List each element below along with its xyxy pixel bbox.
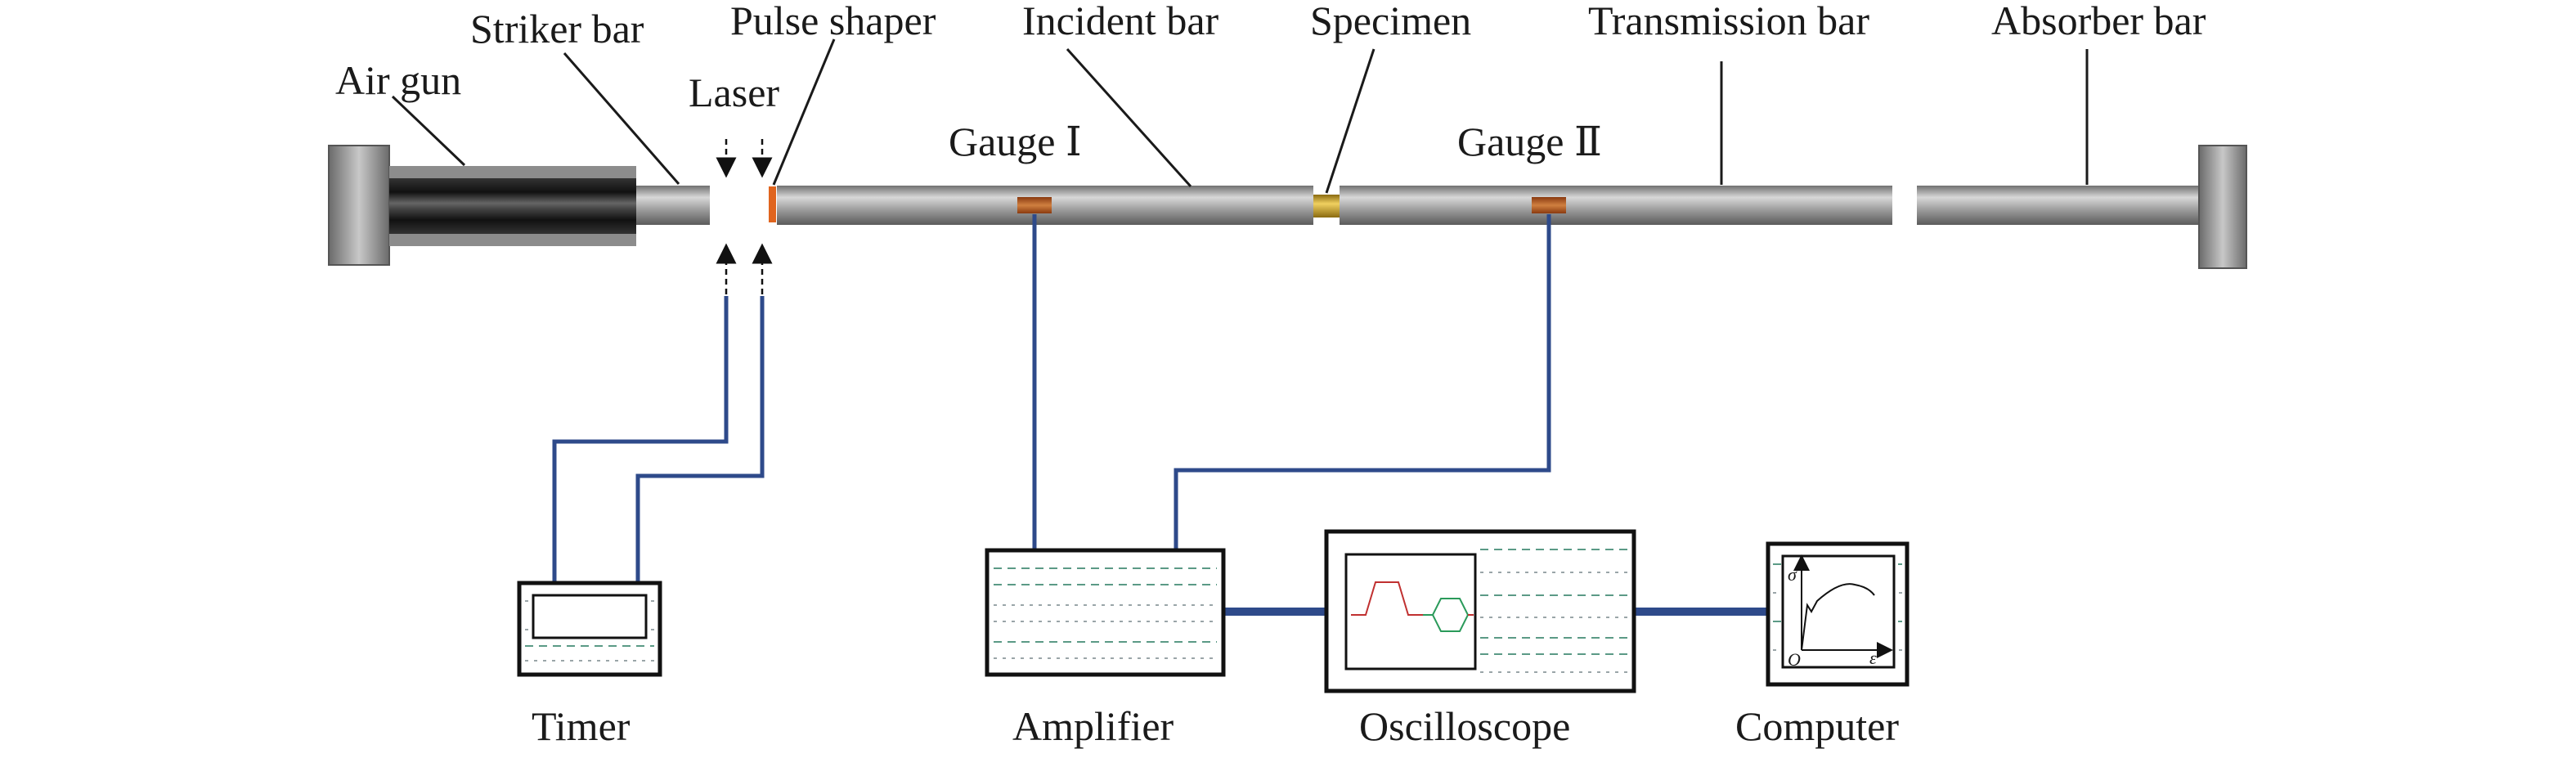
absorber-bar [1917, 145, 2247, 269]
label-gauge-2: Gauge Ⅱ [1457, 119, 1602, 164]
striker-bar [636, 186, 710, 225]
label-absorber-bar: Absorber bar [1991, 0, 2206, 43]
label-incident-bar: Incident bar [1022, 0, 1219, 43]
stress-strain-curve [1801, 583, 1875, 651]
oscilloscope-screen [1344, 553, 1477, 671]
label-gauge-1: Gauge Ⅰ [949, 119, 1082, 164]
amplifier-device [985, 548, 1226, 677]
pulse-shaper [769, 186, 776, 222]
label-oscilloscope: Oscilloscope [1359, 703, 1570, 749]
computer-device: σ ε O [1766, 541, 1910, 687]
incident-signal-trace [1351, 581, 1433, 616]
oscilloscope-device [1324, 529, 1636, 693]
timer-display [532, 594, 648, 639]
leader-lines [391, 38, 2089, 194]
laser-beams [716, 139, 773, 294]
labels: Air gun Striker bar Laser Pulse shaper I… [335, 0, 2206, 749]
reflected-signal-trace [1423, 598, 1470, 632]
gauge-2 [1532, 197, 1566, 213]
transmission-bar [1340, 186, 1892, 225]
label-computer: Computer [1735, 703, 1899, 749]
label-laser: Laser [689, 70, 779, 115]
label-specimen: Specimen [1310, 0, 1471, 43]
air-gun [328, 145, 636, 266]
strain-axis-label: ε [1869, 648, 1877, 668]
origin-label: O [1788, 649, 1801, 670]
label-timer: Timer [532, 703, 631, 749]
signal-wires [552, 214, 1768, 616]
stress-axis-label: σ [1788, 564, 1797, 585]
label-striker-bar: Striker bar [470, 6, 644, 52]
timer-device [517, 581, 662, 677]
label-air-gun: Air gun [335, 57, 461, 103]
label-amplifier: Amplifier [1012, 703, 1174, 749]
label-transmission-bar: Transmission bar [1588, 0, 1869, 43]
gauge-1 [1017, 197, 1052, 213]
specimen [1313, 195, 1340, 218]
label-pulse-shaper: Pulse shaper [730, 0, 936, 43]
